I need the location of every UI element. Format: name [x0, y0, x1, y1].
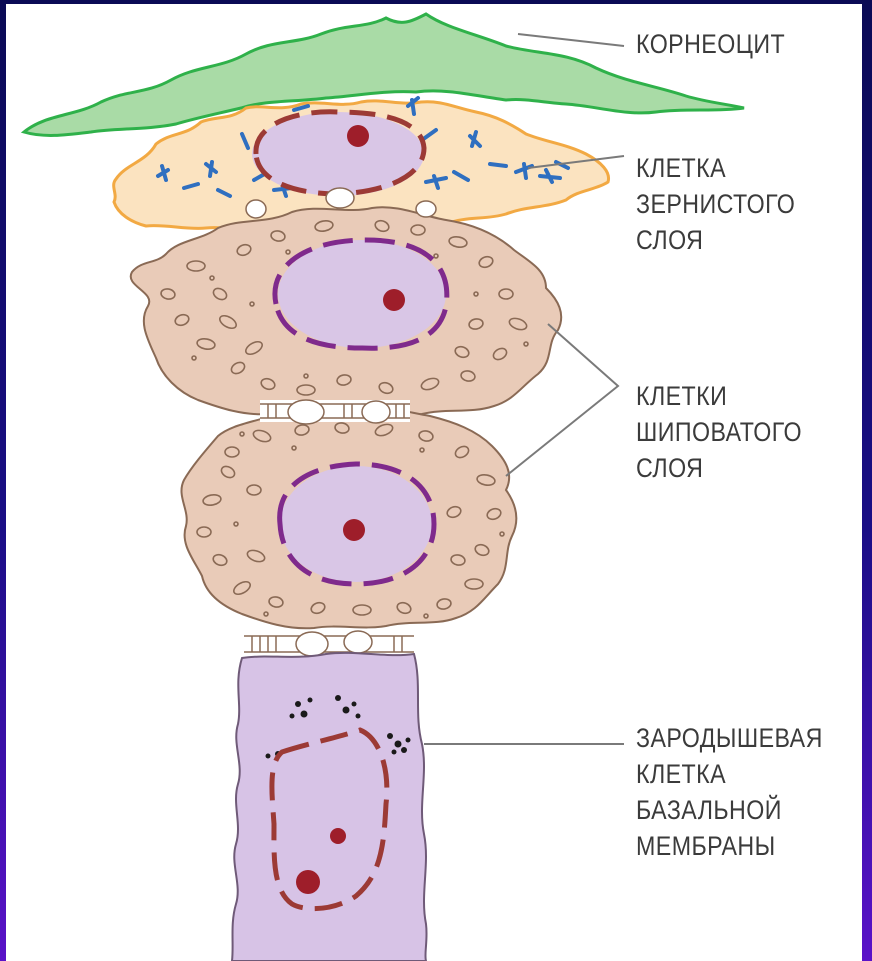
label-granular-line3: СЛОЯ: [636, 222, 795, 258]
granular-nucleolus: [347, 125, 369, 147]
label-spinous-line3: СЛОЯ: [636, 450, 802, 486]
diagram-panel: КОРНЕОЦИТ КЛЕТКА ЗЕРНИСТОГО СЛОЯ КЛЕТКИ …: [6, 4, 862, 961]
label-granular-line1: КЛЕТКА: [636, 150, 795, 186]
label-spinous-line2: ШИПОВАТОГО: [636, 414, 802, 450]
label-basal-line3: БАЗАЛЬНОЙ: [636, 792, 823, 828]
basal-cell: [232, 653, 427, 961]
spinous-nucleolus-lower: [343, 519, 365, 541]
label-corneocyte-line1: КОРНЕОЦИТ: [636, 26, 785, 62]
label-spinous-line1: КЛЕТКИ: [636, 378, 802, 414]
spinous-nucleolus-upper: [383, 289, 405, 311]
label-basal-line1: ЗАРОДЫШЕВАЯ: [636, 720, 823, 756]
label-corneocyte: КОРНЕОЦИТ: [636, 26, 785, 62]
label-basal-cell: ЗАРОДЫШЕВАЯ КЛЕТКА БАЗАЛЬНОЙ МЕМБРАНЫ: [636, 720, 823, 864]
label-granular-cell: КЛЕТКА ЗЕРНИСТОГО СЛОЯ: [636, 150, 795, 258]
label-granular-line2: ЗЕРНИСТОГО: [636, 186, 795, 222]
spinous-nucleus-upper: [278, 240, 446, 348]
label-basal-line2: КЛЕТКА: [636, 756, 823, 792]
label-basal-line4: МЕМБРАНЫ: [636, 828, 823, 864]
basal-desmosome-bridges: [244, 631, 414, 656]
basal-nucleolus-small: [330, 828, 346, 844]
basal-nucleolus-large: [296, 870, 320, 894]
label-spinous-cells: КЛЕТКИ ШИПОВАТОГО СЛОЯ: [636, 378, 802, 486]
